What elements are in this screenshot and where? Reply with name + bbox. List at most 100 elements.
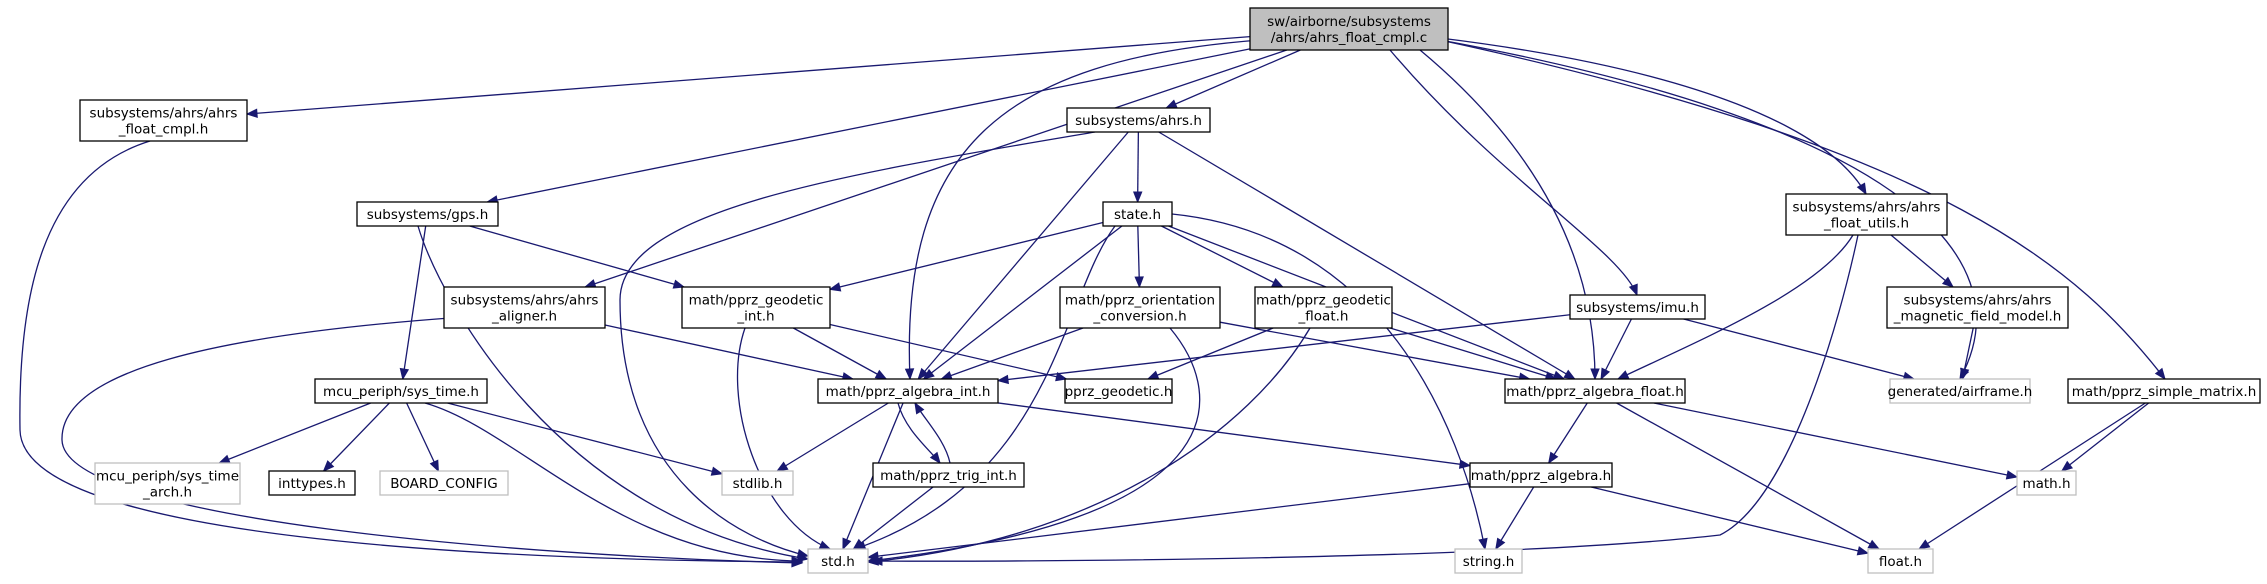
edge-root-to-imu_h (1389, 49, 1638, 297)
node-label: _float.h (1298, 309, 1349, 325)
node-label: math/pprz_orientation (1065, 293, 1215, 309)
arrowhead (1867, 539, 1881, 550)
arrowhead (796, 552, 810, 563)
edge-state_h-to-pprz_geodetic_int_h (828, 221, 1104, 292)
node-label: math/pprz_algebra_int.h (826, 384, 991, 400)
edge-pprz_algebra_h-to-std_h (866, 483, 1471, 561)
arrowhead (217, 454, 231, 464)
edge-sys_time_h-to-inttypes_h (322, 402, 390, 472)
node-ahrs-h[interactable]: subsystems/ahrs.h (1066, 107, 1211, 133)
node-label: /ahrs/ahrs_float_cmpl.c (1271, 30, 1427, 46)
edge-pprz_algebra_float_h-to-pprz_algebra_h (1547, 402, 1588, 465)
edge-pprz_geodetic_float_h-to-std_h (866, 327, 1311, 566)
arrowhead (775, 461, 789, 472)
edge-pprz_algebra_h-to-float_h (1591, 486, 1870, 556)
node-std-h: std.h (807, 548, 869, 574)
node-pprz-simple-matrix-h[interactable]: math/pprz_simple_matrix.h (2067, 378, 2261, 404)
node-label: subsystems/imu.h (1576, 300, 1699, 316)
node-gps-h[interactable]: subsystems/gps.h (356, 201, 499, 227)
arrowhead (1146, 370, 1160, 380)
node-pprz-algebra-float-h[interactable]: math/pprz_algebra_float.h (1504, 378, 1686, 404)
node-label: _aligner.h (491, 309, 557, 325)
edge-ahrs_h-to-state_h (1133, 131, 1143, 204)
edge-pprz_algebra_int_h-to-pprz_trig_int_h (897, 402, 941, 465)
node-ahrs-magnetic-field-model-h[interactable]: subsystems/ahrs/ahrs_magnetic_field_mode… (1886, 286, 2069, 329)
arrowhead (1495, 537, 1506, 551)
node-label: subsystems/ahrs/ahrs (1793, 200, 1941, 216)
node-ahrs-aligner-h[interactable]: subsystems/ahrs/ahrs_aligner.h (443, 286, 606, 329)
node-label: math/pprz_trig_int.h (880, 468, 1017, 484)
node-label: state.h (1114, 207, 1161, 223)
arrowhead (818, 540, 832, 550)
edge-sys_time_h-to-sys_time_arch_h (217, 402, 371, 464)
arrowhead (842, 537, 852, 551)
edge-root-to-pprz_algebra_float_h (1419, 49, 1600, 381)
edge-ahrs_aligner_h-to-std_h (61, 317, 804, 568)
node-label: std.h (821, 554, 855, 570)
node-inttypes-h[interactable]: inttypes.h (268, 470, 356, 496)
node-pprz-trig-int-h[interactable]: math/pprz_trig_int.h (872, 462, 1025, 488)
node-pprz-orientation-conversion-h[interactable]: math/pprz_orientation_conversion.h (1059, 286, 1221, 329)
edge-pprz_algebra_int_h-to-stdlib_h (775, 402, 889, 472)
arrowhead (914, 401, 925, 415)
node-label: subsystems/ahrs/ahrs (1904, 293, 2052, 309)
arrowhead (1478, 537, 1488, 551)
edge-ahrs_magnetic_field_model_h-to-airframe_h (1960, 327, 1974, 381)
edge-root-to-ahrs_h (1165, 49, 1301, 109)
node-label: sw/airborne/subsystems (1267, 14, 1431, 30)
edge-pprz_algebra_int_h-to-pprz_algebra_h (997, 402, 1472, 469)
arrowhead (1590, 368, 1600, 381)
arrowhead (245, 108, 258, 118)
node-sys-time-arch-h: mcu_periph/sys_time_arch.h (94, 462, 241, 505)
arrowhead (996, 374, 1009, 385)
node-ahrs-float-utils-h[interactable]: subsystems/ahrs/ahrs_float_utils.h (1785, 193, 1948, 236)
edge-ahrs_aligner_h-to-pprz_algebra_int_h (604, 324, 855, 382)
node-label: string.h (1463, 554, 1515, 570)
arrowhead (904, 368, 915, 381)
node-pprz-geodetic-float-h[interactable]: math/pprz_geodetic_float.h (1254, 286, 1393, 329)
arrowhead (852, 538, 865, 550)
node-sys-time-h[interactable]: mcu_periph/sys_time.h (314, 378, 488, 404)
node-pprz-algebra-int-h[interactable]: math/pprz_algebra_int.h (817, 378, 999, 404)
edge-pprz_algebra_float_h-to-math_h (1653, 402, 2019, 480)
node-pprz-geodetic-h[interactable]: pprz_geodetic.h (1064, 378, 1173, 404)
arrowhead (710, 466, 724, 476)
arrowhead (1856, 546, 1870, 556)
edge-state_h-to-pprz_geodetic_float_h (1161, 225, 1284, 288)
node-label: subsystems/ahrs.h (1075, 113, 1202, 129)
edge-sys_time_h-to-board_config (406, 402, 439, 473)
edge-root-to-pprz_simple_matrix_h (1439, 39, 2166, 381)
arrowhead (874, 369, 888, 380)
arrowhead (1547, 451, 1559, 465)
node-pprz-geodetic-int-h[interactable]: math/pprz_geodetic_int.h (681, 286, 831, 329)
node-string-h: string.h (1454, 548, 1523, 574)
node-label: math/pprz_geodetic (689, 293, 824, 309)
arrowhead (1628, 283, 1638, 297)
node-pprz-algebra-h[interactable]: math/pprz_algebra.h (1469, 462, 1613, 488)
arrowhead (429, 459, 439, 473)
edge-root-to-ahrs_float_utils_h (1439, 37, 1867, 196)
arrowhead (1917, 539, 1931, 550)
node-ahrs-float-cmpl-h[interactable]: subsystems/ahrs/ahrs_float_cmpl.h (79, 99, 248, 142)
edge-imu_h-to-pprz_algebra_float_h (1600, 318, 1633, 381)
arrowhead (828, 282, 842, 292)
node-airframe-h: generated/airframe.h (1888, 378, 2032, 404)
node-state-h[interactable]: state.h (1102, 201, 1173, 227)
edge-root-to-pprz_algebra_int_h (904, 39, 1261, 381)
node-root[interactable]: sw/airborne/subsystems/ahrs/ahrs_float_c… (1249, 7, 1449, 51)
node-label: math/pprz_algebra.h (1471, 468, 1611, 484)
arrowhead (922, 368, 935, 380)
node-label: _int.h (736, 309, 774, 325)
arrowhead (1055, 372, 1068, 382)
node-imu-h[interactable]: subsystems/imu.h (1569, 294, 1706, 320)
arrowhead (940, 370, 953, 380)
node-stdlib-h: stdlib.h (721, 470, 794, 496)
arrowhead (866, 551, 879, 561)
edge-root-to-ahrs_float_cmpl_h (245, 35, 1251, 118)
edge-ahrs_h-to-pprz_algebra_int_h (917, 131, 1129, 381)
arrowhead (1616, 370, 1630, 380)
node-label: mcu_periph/sys_time (96, 469, 239, 485)
edge-pprz_algebra_float_h-to-float_h (1616, 402, 1881, 550)
edges-layer (19, 35, 2166, 568)
